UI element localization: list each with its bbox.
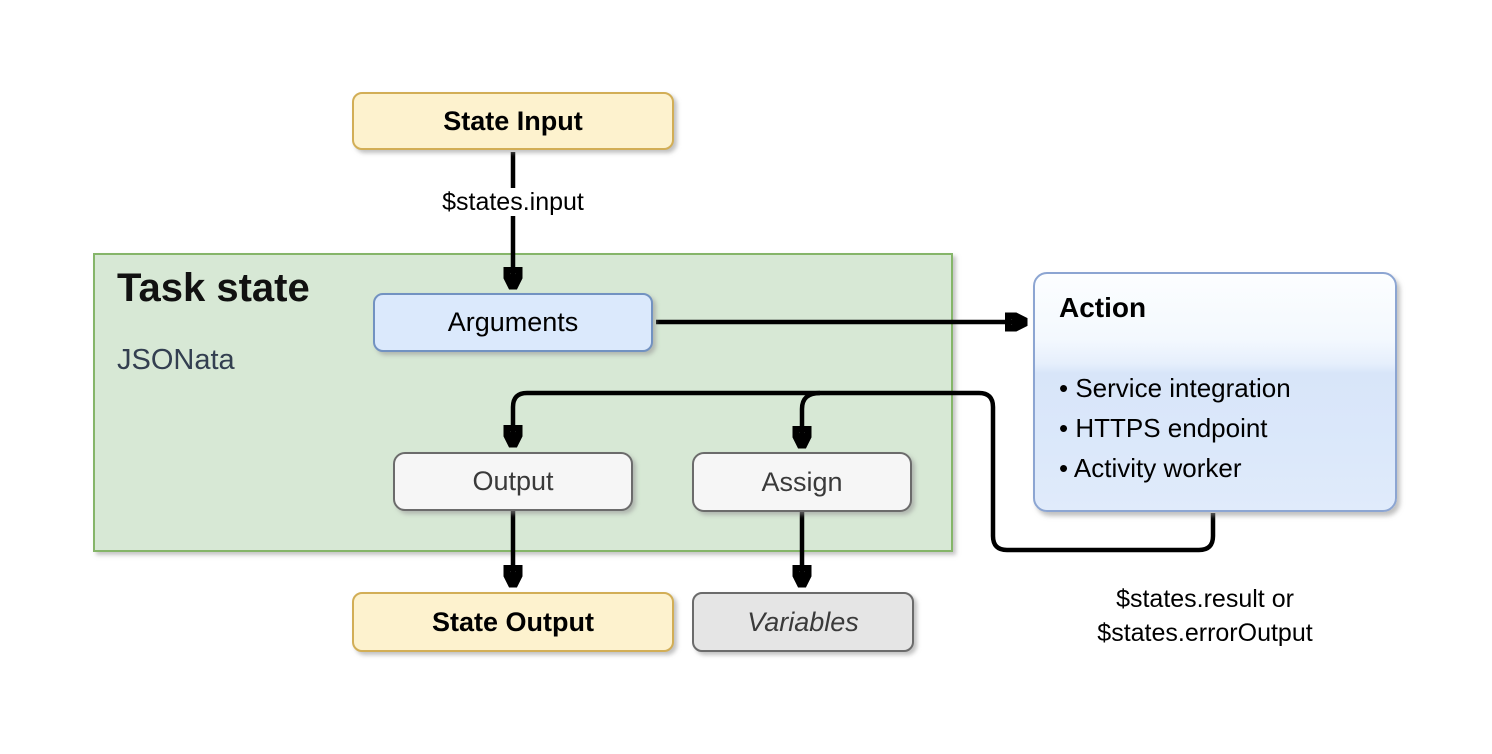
arguments-label: Arguments xyxy=(447,307,579,337)
assign-node: Assign xyxy=(692,452,912,512)
states-result-arrow-label-line2: $states.errorOutput xyxy=(1097,619,1313,647)
assign-label: Assign xyxy=(761,466,843,497)
output-node: Output xyxy=(393,452,633,511)
action-title: Action xyxy=(1059,292,1147,323)
arguments-node: Arguments xyxy=(373,293,653,352)
state-input-node: State Input xyxy=(352,92,674,150)
states-input-arrow-label-text: $states.input xyxy=(436,188,590,216)
task-state-subtitle: JSONata xyxy=(117,344,235,376)
task-state-title: Task state xyxy=(117,266,310,310)
states-input-arrow-label: $states.input xyxy=(363,188,663,217)
output-label: Output xyxy=(472,466,554,496)
states-result-arrow-label-line1: $states.result or xyxy=(1116,585,1294,613)
variables-node: Variables xyxy=(692,592,914,652)
action-bullet-activity-worker: Activity worker xyxy=(1059,448,1371,488)
action-bullet-service-integration: Service integration xyxy=(1059,368,1371,408)
action-node: Action Service integration HTTPS endpoin… xyxy=(1033,272,1397,512)
state-output-label: State Output xyxy=(432,606,594,637)
action-bullet-https-endpoint: HTTPS endpoint xyxy=(1059,408,1371,448)
state-output-node: State Output xyxy=(352,592,674,652)
state-input-label: State Input xyxy=(443,105,583,136)
variables-label: Variables xyxy=(747,606,859,637)
states-result-arrow-label: $states.result or $states.errorOutput xyxy=(1035,582,1375,650)
